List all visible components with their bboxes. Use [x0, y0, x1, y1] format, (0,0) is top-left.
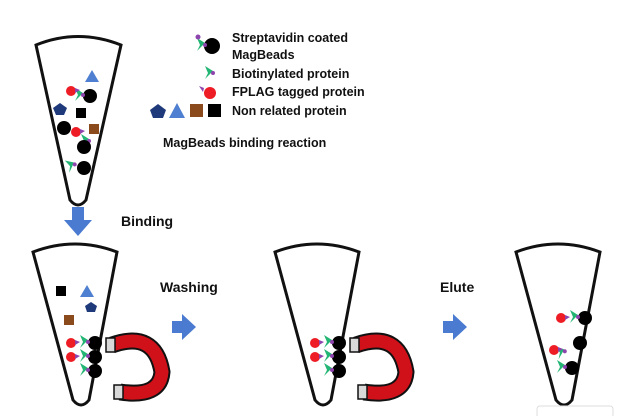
legend-streptavidin: Streptavidin coated MagBeads: [195, 31, 348, 62]
tube-washed: [273, 242, 361, 407]
tube-eluted: [514, 242, 602, 407]
brown-square-icon: [190, 104, 203, 117]
washing-arrow: [172, 314, 196, 340]
black-square-icon: [208, 104, 221, 117]
blue-triangle-icon: [85, 70, 99, 82]
magbead-icon: [204, 38, 220, 54]
binding-label: Binding: [121, 213, 173, 229]
caption: MagBeads binding reaction: [163, 136, 326, 150]
legend-fplag: FPLAG tagged protein: [199, 85, 365, 99]
brown-square-icon: [64, 315, 74, 325]
legend-streptavidin-label-1: Streptavidin coated: [232, 31, 348, 45]
elute-arrow: [443, 314, 467, 340]
magnet-icon: [349, 332, 415, 402]
navy-pentagon-icon: [85, 302, 97, 312]
legend: Streptavidin coated MagBeads Biotinylate…: [150, 31, 365, 150]
brown-square-icon: [89, 124, 99, 134]
legend-non-related-label: Non related protein: [232, 104, 347, 118]
magnet-icon: [105, 332, 171, 402]
tube-reaction-contents: [53, 70, 99, 175]
blue-triangle-icon: [169, 103, 185, 118]
legend-biotinylated-label: Biotinylated protein: [232, 67, 349, 81]
fplag-protein-icon: [204, 87, 216, 99]
black-square-icon: [56, 286, 66, 296]
legend-streptavidin-label-2: MagBeads: [232, 48, 295, 62]
tube-bound: [31, 242, 119, 407]
navy-pentagon-icon: [53, 103, 67, 115]
biotin-protein-icon: [205, 66, 215, 79]
elute-step: Elute: [440, 279, 474, 340]
black-square-icon: [76, 108, 86, 118]
navy-pentagon-icon: [150, 104, 166, 118]
tube-reaction: [34, 35, 123, 207]
washing-step: Washing: [160, 279, 218, 340]
legend-non-related: Non related protein: [150, 103, 347, 118]
elute-label: Elute: [440, 279, 474, 295]
linker-icon: [195, 34, 201, 40]
corner-badge: [536, 405, 614, 416]
blue-triangle-icon: [80, 285, 94, 297]
binding-arrow: Binding: [64, 207, 173, 236]
legend-biotinylated: Biotinylated protein: [205, 66, 349, 81]
legend-fplag-label: FPLAG tagged protein: [232, 85, 365, 99]
washing-label: Washing: [160, 279, 218, 295]
